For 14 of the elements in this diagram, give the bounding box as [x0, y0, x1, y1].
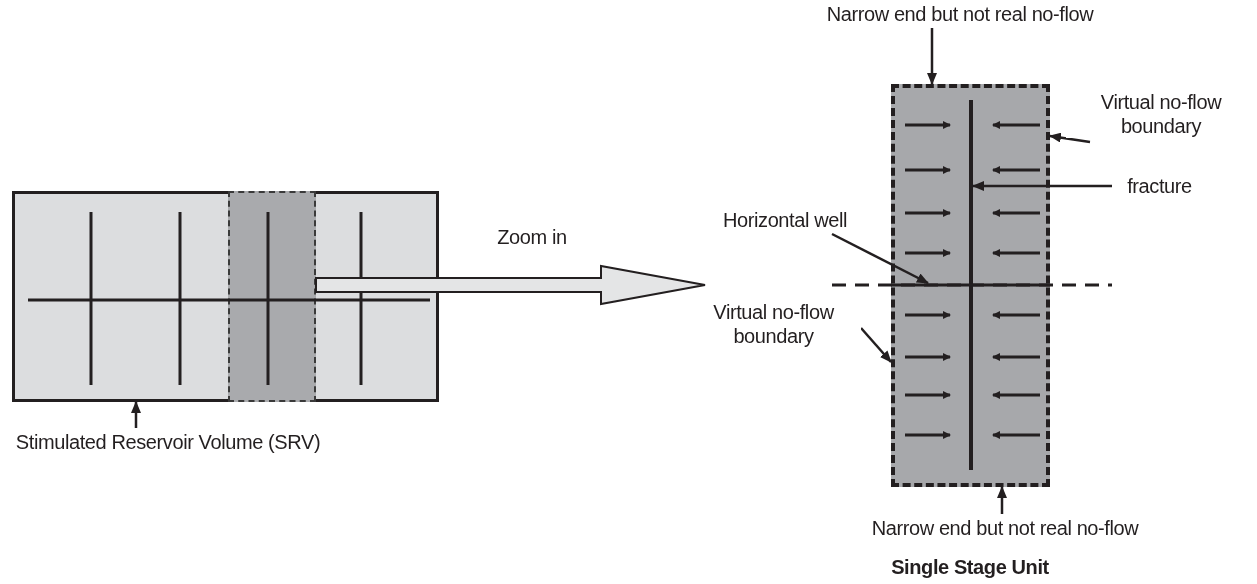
leader-arrow — [860, 327, 892, 363]
reservoir-box — [12, 191, 439, 402]
block-arrow — [315, 264, 706, 306]
horizontal-well-line — [832, 283, 1112, 287]
edge-label: Zoom in — [497, 225, 567, 249]
leader-arrow — [1049, 132, 1091, 144]
leader-arrow — [131, 401, 141, 428]
figure-caption: Single Stage Unit — [890, 556, 1050, 579]
leader-arrow — [997, 486, 1007, 514]
leader-arrow — [927, 28, 937, 85]
stage-highlight — [228, 191, 316, 402]
leader-arrow — [831, 232, 929, 285]
stage-unit-box — [891, 84, 1050, 487]
leader-arrow — [972, 181, 1112, 191]
